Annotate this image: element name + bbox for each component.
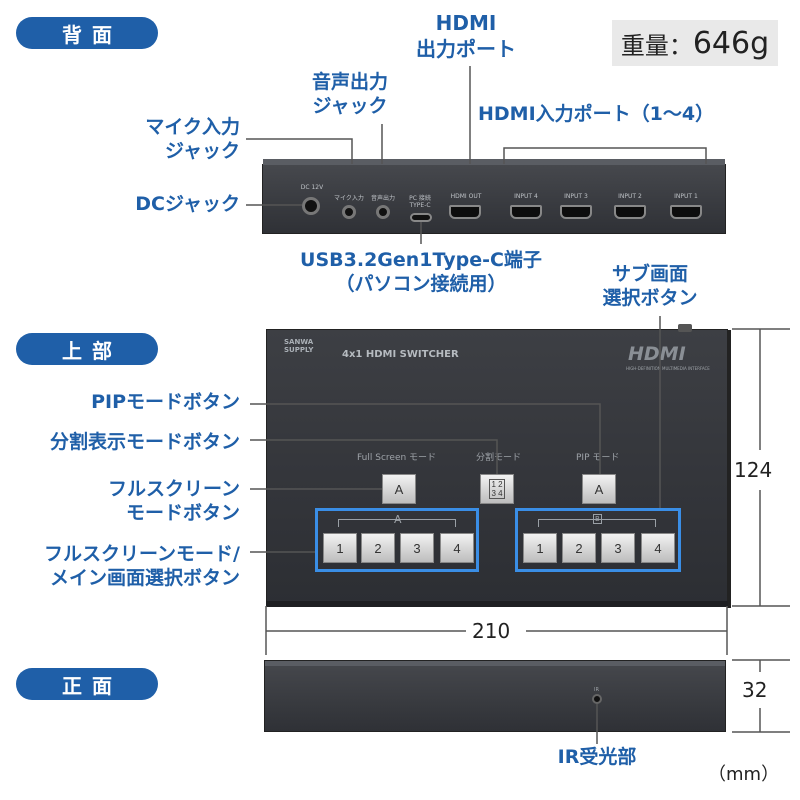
front-panel xyxy=(264,660,726,732)
ir-small-label: IR xyxy=(594,687,599,693)
main-select-button-4[interactable]: 4 xyxy=(440,533,474,563)
input3-label: INPUT 3 xyxy=(564,193,588,200)
split-mode-button-label: 1 2 3 4 xyxy=(489,479,505,499)
label-full: フルスクリーン モードボタン xyxy=(107,478,240,524)
label-hdmi-in: HDMI入力ポート（1〜4） xyxy=(478,103,715,125)
hdmi-input1-port xyxy=(670,205,702,219)
hdmi-out-label: HDMI OUT xyxy=(450,193,482,200)
top-panel-knob xyxy=(678,324,692,332)
section-top-badge: 上部 xyxy=(16,333,158,365)
label-audio-out: 音声出力 ジャック xyxy=(311,71,388,117)
section-back-badge: 背面 xyxy=(16,17,158,49)
main-select-button-2[interactable]: 2 xyxy=(361,533,395,563)
hdmi-logo-sub: HIGH-DEFINITION MULTIMEDIA INTERFACE xyxy=(626,366,710,371)
mic-label: マイク入力 xyxy=(334,195,364,202)
main-group-bracket xyxy=(338,519,456,527)
input4-label: INPUT 4 xyxy=(514,193,538,200)
usb-c-port xyxy=(410,213,432,222)
hdmi-input4-port xyxy=(510,205,542,219)
label-main-select: フルスクリーンモード/ メイン画面選択ボタン xyxy=(44,543,240,589)
hdmi-logo: HDMI xyxy=(628,343,686,365)
model-name: 4x1 HDMI SWITCHER xyxy=(342,349,459,360)
dimension-width: 210 xyxy=(472,619,511,643)
top-panel-edge xyxy=(266,601,728,607)
audio-jack xyxy=(376,205,390,219)
label-split: 分割表示モードボタン xyxy=(49,431,240,453)
sub-select-button-3[interactable]: 3 xyxy=(601,533,635,563)
split-mode-button[interactable]: 1 2 3 4 xyxy=(480,474,514,504)
full-screen-mode-button[interactable]: A xyxy=(382,474,416,504)
sub-select-button-1[interactable]: 1 xyxy=(523,533,557,563)
sub-group-label: B xyxy=(593,514,602,524)
label-hdmi-out: HDMI 出力ポート xyxy=(416,11,516,61)
hdmi-input3-port xyxy=(560,205,592,219)
section-front-badge: 正面 xyxy=(16,668,158,700)
dimension-depth: 32 xyxy=(742,678,768,702)
weight-value: 646g xyxy=(692,25,770,61)
dimension-height: 124 xyxy=(734,458,773,482)
label-ir: IR受光部 xyxy=(557,746,637,768)
pc-label: PC 接続 TYPE-C xyxy=(409,195,431,209)
dc-jack xyxy=(302,197,320,215)
mic-jack xyxy=(342,205,356,219)
label-sub-select: サブ画面 選択ボタン xyxy=(602,263,698,309)
sub-select-button-4[interactable]: 4 xyxy=(641,533,675,563)
weight-label: 重量： xyxy=(620,31,693,60)
label-dc-jack: DCジャック xyxy=(135,193,240,215)
main-select-highlight xyxy=(315,508,479,572)
main-select-button-3[interactable]: 3 xyxy=(400,533,434,563)
split-mode-text: 分割モード xyxy=(476,453,522,463)
hdmi-input2-port xyxy=(614,205,646,219)
pip-mode-text: PIP モード xyxy=(576,453,620,463)
weight-box: 重量： 646g xyxy=(612,20,778,66)
label-usb: USB3.2Gen1Type-C端子 （パソコン接続用） xyxy=(300,249,542,295)
audio-label: 音声出力 xyxy=(370,195,395,202)
dc12v-label: DC 12V xyxy=(300,184,324,191)
label-mic-in: マイク入力 ジャック xyxy=(145,116,240,162)
ir-sensor xyxy=(592,694,602,704)
brand-logo: SANWA SUPPLY xyxy=(284,338,314,354)
input1-label: INPUT 1 xyxy=(674,193,698,200)
sub-select-button-2[interactable]: 2 xyxy=(562,533,596,563)
hdmi-out-port xyxy=(449,205,481,219)
main-select-button-1[interactable]: 1 xyxy=(323,533,357,563)
label-pip: PIPモードボタン xyxy=(91,391,240,413)
main-group-label: A xyxy=(394,513,402,526)
dimension-unit: （mm） xyxy=(708,760,780,786)
sub-select-highlight xyxy=(515,508,681,572)
full-screen-mode-text: Full Screen モード xyxy=(357,453,437,463)
sub-group-bracket xyxy=(538,519,656,527)
input2-label: INPUT 2 xyxy=(618,193,642,200)
pip-mode-button[interactable]: A xyxy=(582,474,616,504)
back-panel xyxy=(262,159,726,234)
